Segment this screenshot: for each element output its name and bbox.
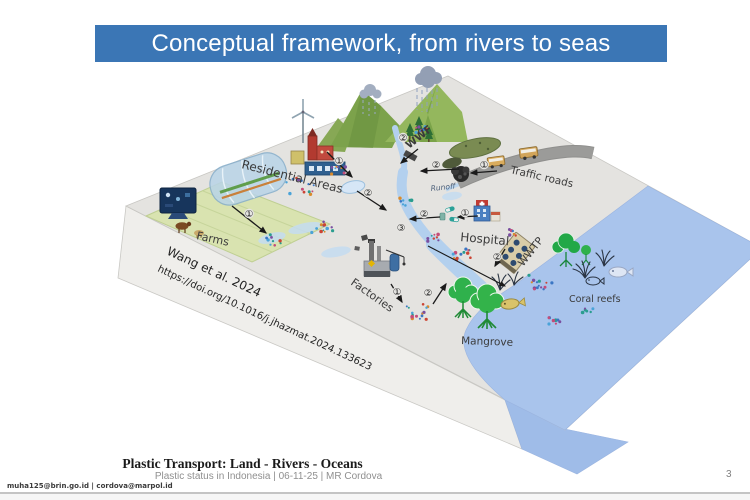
pine-tree-icon bbox=[406, 116, 433, 142]
svg-text:①: ① bbox=[245, 209, 254, 220]
pills-icon bbox=[439, 206, 460, 223]
coral-icon bbox=[551, 232, 615, 286]
svg-text:②: ② bbox=[432, 160, 441, 171]
svg-text:②: ② bbox=[493, 252, 502, 263]
page-title: Conceptual framework, from rivers to sea… bbox=[151, 29, 611, 57]
tire-pile-icon bbox=[451, 166, 470, 182]
residential-buildings-icon bbox=[290, 128, 346, 176]
label-mangrove: Mangrove bbox=[461, 335, 513, 349]
footer-strip bbox=[0, 493, 750, 500]
cow-icon bbox=[175, 221, 204, 238]
wind-turbine-icon bbox=[291, 99, 315, 143]
page-number: 3 bbox=[726, 469, 732, 480]
mountain-icon bbox=[315, 84, 468, 152]
step-markers: ① ① ② ② ① ② ① ② ③ ② ① ② bbox=[243, 132, 502, 301]
label-runoff: Runoff bbox=[430, 181, 457, 193]
debris-dots bbox=[265, 125, 595, 326]
bus-icon bbox=[486, 146, 539, 169]
label-coral-reefs: Coral reefs bbox=[569, 294, 621, 305]
flow-arrows bbox=[231, 148, 506, 305]
footer-emails: muha125@brin.go.id | cordova@marpol.id bbox=[7, 482, 173, 490]
label-hospital: Hospital bbox=[460, 230, 510, 248]
svg-text:①: ① bbox=[335, 156, 344, 167]
fish-icon bbox=[585, 276, 605, 286]
hospital-icon bbox=[473, 200, 501, 222]
svg-text:③: ③ bbox=[397, 223, 406, 234]
slide-subcaption: Plastic status in Indonesia | 06-11-25 |… bbox=[154, 471, 383, 482]
coral-hands-icon bbox=[491, 271, 524, 291]
factory-icon bbox=[354, 234, 406, 277]
pond bbox=[340, 180, 366, 194]
svg-text:①: ① bbox=[393, 287, 402, 298]
fish-icon bbox=[608, 266, 634, 278]
fish-icon bbox=[500, 297, 526, 310]
svg-text:①: ① bbox=[480, 160, 489, 171]
svg-text:②: ② bbox=[399, 133, 408, 144]
mangrove-icon bbox=[447, 276, 505, 329]
greenhouse-icon bbox=[209, 152, 288, 206]
hill-icon bbox=[442, 137, 502, 169]
footer-divider bbox=[0, 492, 750, 494]
svg-text:②: ② bbox=[420, 209, 429, 220]
title-banner: Conceptual framework, from rivers to sea… bbox=[95, 25, 667, 62]
slide-caption: Plastic Transport: Land - Rivers - Ocean… bbox=[122, 456, 363, 471]
rain-cloud-icon bbox=[359, 66, 442, 116]
svg-text:②: ② bbox=[364, 188, 373, 199]
svg-text:②: ② bbox=[424, 288, 433, 299]
svg-text:①: ① bbox=[461, 208, 470, 219]
monitor-icon bbox=[159, 187, 197, 219]
traffic-road-icon bbox=[455, 144, 595, 189]
